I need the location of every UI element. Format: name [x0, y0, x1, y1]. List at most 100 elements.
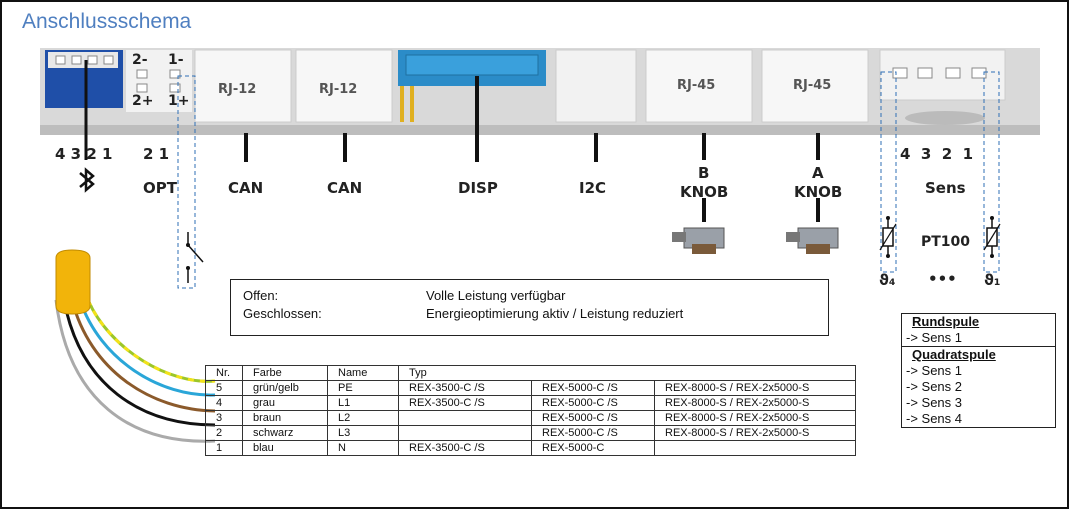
- sens-label: Sens: [925, 179, 966, 197]
- square-coil-title: Quadratspule: [912, 347, 996, 362]
- rj45-connector-1: [645, 49, 753, 123]
- can-label-2: CAN: [327, 179, 362, 197]
- cell-nr: 4: [205, 395, 243, 411]
- page-title: Anschlussschema: [22, 10, 192, 33]
- i2c-connector: [555, 49, 637, 123]
- table-row: 4 grau L1 REX-3500-C /S REX-5000-C /S RE…: [205, 395, 856, 411]
- switch-legend: Offen: Volle Leistung verfügbar Geschlos…: [230, 279, 829, 336]
- rj12-label-2: RJ-12: [319, 82, 357, 97]
- col-header-name: Name: [327, 365, 399, 381]
- pin-2-minus: 2-: [132, 52, 148, 68]
- theta-1-label: ϑ₁: [984, 271, 1000, 289]
- pt100-label: PT100: [921, 234, 970, 250]
- knob-a-label: KNOB: [794, 183, 842, 201]
- col-header-farbe: Farbe: [242, 365, 328, 381]
- can-label-1: CAN: [228, 179, 263, 197]
- round-coil-item: -> Sens 1: [906, 330, 963, 345]
- knob-a-icon: [786, 227, 839, 254]
- cell-name: L3: [327, 425, 399, 441]
- cell-typ-2: REX-5000-C: [531, 440, 655, 456]
- rj45-connector-2: [761, 49, 869, 123]
- table-row: 2 schwarz L3 REX-5000-C /S REX-8000-S / …: [205, 425, 856, 441]
- round-coil-title: Rundspule: [912, 314, 980, 329]
- cell-farbe: schwarz: [242, 425, 328, 441]
- opt-pin-numbers: 2 1: [143, 145, 169, 163]
- pin-1-plus: 1+: [168, 93, 189, 109]
- coil-divider: [902, 346, 1055, 347]
- bt-pin-4: [103, 55, 114, 65]
- legend-closed-value: Energieoptimierung aktiv / Leistung redu…: [426, 306, 684, 321]
- rj45-label-1: RJ-45: [677, 78, 715, 93]
- opt-pin-c: [136, 83, 148, 93]
- cell-typ-3: REX-8000-S / REX-2x5000-S: [654, 410, 856, 426]
- cell-typ-3: REX-8000-S / REX-2x5000-S: [654, 395, 856, 411]
- coil-mapping-box: Rundspule -> Sens 1 Quadratspule -> Sens…: [901, 313, 1056, 428]
- bt-pin-3: [87, 55, 98, 65]
- disp-pin-a: [400, 86, 404, 122]
- cell-farbe: grau: [242, 395, 328, 411]
- sens1-dashed-box: [983, 71, 1000, 273]
- knob-b-letter: B: [698, 164, 709, 182]
- cell-typ-3: REX-8000-S / REX-2x5000-S: [654, 380, 856, 396]
- bluetooth-icon: [79, 167, 95, 193]
- cell-farbe: blau: [242, 440, 328, 456]
- table-row: 5 grün/gelb PE REX-3500-C /S REX-5000-C …: [205, 380, 856, 396]
- knob-a-letter: A: [812, 164, 824, 182]
- legend-open-label: Offen:: [243, 288, 279, 303]
- square-coil-item: -> Sens 2: [906, 379, 963, 394]
- legend-closed-label: Geschlossen:: [243, 306, 322, 321]
- sens-pin-2: [917, 67, 933, 79]
- opt-pin-a: [136, 69, 148, 79]
- square-coil-item: -> Sens 3: [906, 395, 963, 410]
- cell-typ-3: REX-8000-S / REX-2x5000-S: [654, 425, 856, 441]
- rj12-connector-2: [295, 49, 393, 123]
- cell-typ-1: REX-3500-C /S: [398, 440, 532, 456]
- sens-pin-4: [971, 67, 987, 79]
- cell-typ-2: REX-5000-C /S: [531, 425, 655, 441]
- cell-nr: 3: [205, 410, 243, 426]
- disp-connector-inner: [405, 54, 539, 76]
- rj45-label-2: RJ-45: [793, 78, 831, 93]
- pin-2-plus: 2+: [132, 93, 153, 109]
- sens4-dashed-box: [880, 71, 897, 273]
- cable-sleeve: [55, 249, 91, 315]
- sens-pin-numbers: 4 3 2 1: [900, 145, 973, 163]
- opt-dashed-box: [177, 75, 196, 289]
- table-header-row: Nr. Farbe Name Typ: [205, 365, 856, 381]
- opt-pin-b: [169, 69, 181, 79]
- bt-pin-2: [71, 55, 82, 65]
- cell-name: N: [327, 440, 399, 456]
- thermistor-1-icon: [983, 216, 1001, 258]
- cable-wires: [54, 299, 216, 443]
- opt-switch-icon: [186, 232, 204, 283]
- cell-nr: 1: [205, 440, 243, 456]
- square-coil-item: -> Sens 1: [906, 363, 963, 378]
- opt-label: OPT: [143, 179, 178, 197]
- cell-typ-2: REX-5000-C /S: [531, 395, 655, 411]
- cell-typ-3: [654, 440, 856, 456]
- bt-pin-1: [55, 55, 66, 65]
- table-row: 3 braun L2 REX-5000-C /S REX-8000-S / RE…: [205, 410, 856, 426]
- col-header-nr: Nr.: [205, 365, 243, 381]
- opt-pin-d: [169, 83, 181, 93]
- cell-name: L1: [327, 395, 399, 411]
- cell-nr: 2: [205, 425, 243, 441]
- wire-table: Nr. Farbe Name Typ 5 grün/gelb PE REX-35…: [205, 365, 856, 456]
- i2c-label: I2C: [579, 179, 606, 197]
- cell-typ-1: REX-3500-C /S: [398, 380, 532, 396]
- pin-1-minus: 1-: [168, 52, 184, 68]
- sens-pin-3: [945, 67, 961, 79]
- cell-typ-1: REX-3500-C /S: [398, 395, 532, 411]
- rj12-label-1: RJ-12: [218, 82, 256, 97]
- ellipsis-dots: •••: [928, 270, 957, 288]
- disp-label: DISP: [458, 179, 498, 197]
- cell-farbe: braun: [242, 410, 328, 426]
- square-coil-item: -> Sens 4: [906, 411, 963, 426]
- bt-pin-numbers: 4 3 2 1: [55, 145, 112, 163]
- cell-nr: 5: [205, 380, 243, 396]
- cell-typ-1: [398, 410, 532, 426]
- cell-typ-2: REX-5000-C /S: [531, 410, 655, 426]
- knob-b-icon: [672, 227, 725, 254]
- legend-open-value: Volle Leistung verfügbar: [426, 288, 566, 303]
